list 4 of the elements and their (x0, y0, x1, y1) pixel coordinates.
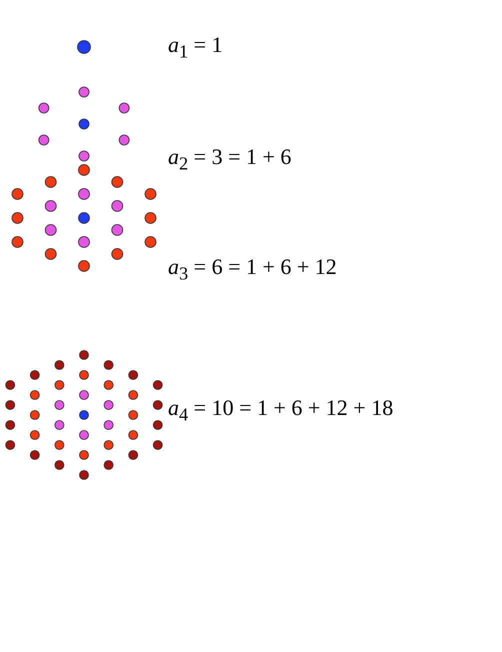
sequence-formula: a$_{4}$ = 10 = 1 + 6 + 12 + 18 (168, 397, 394, 424)
sequence-formula: a$_{1}$ = 1 (168, 34, 223, 61)
sequence-formula: a$_{3}$ = 6 = 1 + 6 + 12 (168, 256, 337, 283)
sequence-formula: a$_{2}$ = 3 = 1 + 6 (168, 146, 292, 173)
